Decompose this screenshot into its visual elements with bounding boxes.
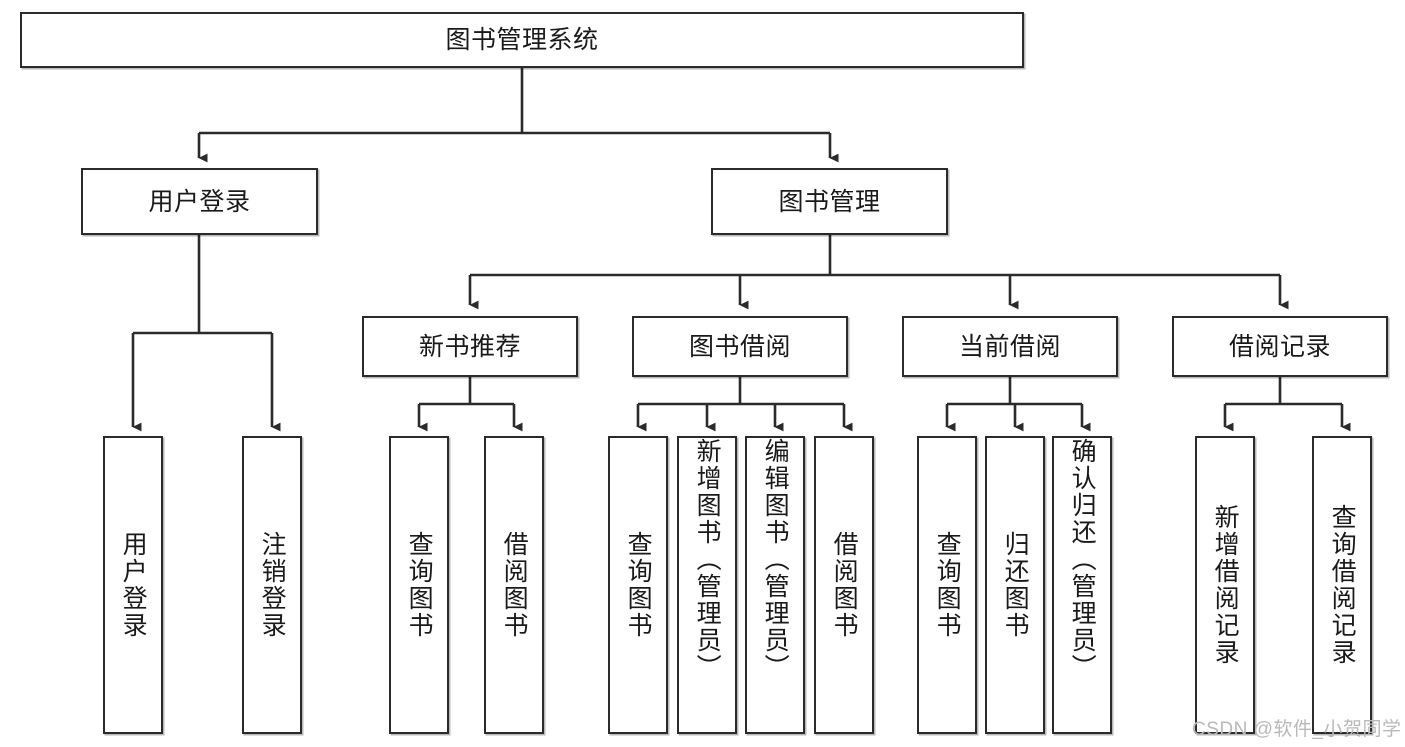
node-root-system[interactable]: 图书管理系统 (20, 12, 1024, 68)
leaf-query-record[interactable]: 查询借阅记录 (1312, 436, 1372, 734)
leaf-edit-book[interactable]: 编辑图书（管理员） (745, 436, 805, 734)
node-label: 图书管理系统 (445, 26, 599, 54)
node-label: 新书推荐 (418, 332, 521, 361)
leaf-return-book[interactable]: 归还图书 (985, 436, 1045, 734)
node-label: 借阅图书 (500, 531, 529, 639)
node-label: 图书借阅 (688, 332, 791, 361)
leaf-logout-login[interactable]: 注销登录 (242, 436, 302, 734)
node-book-management[interactable]: 图书管理 (711, 168, 948, 235)
node-label: 查询图书 (624, 531, 653, 639)
node-current-borrow[interactable]: 当前借阅 (902, 316, 1118, 377)
node-label: 用户登录 (148, 187, 251, 216)
node-label: 查询图书 (933, 531, 962, 639)
node-label: 新增图书（管理员） (693, 438, 722, 681)
node-user-login[interactable]: 用户登录 (81, 168, 318, 235)
leaf-confirm-return[interactable]: 确认归还（管理员） (1052, 436, 1112, 734)
node-borrow-record[interactable]: 借阅记录 (1172, 316, 1388, 377)
node-label: 查询借阅记录 (1328, 504, 1357, 666)
node-label: 借阅记录 (1228, 332, 1331, 361)
leaf-user-login[interactable]: 用户登录 (103, 436, 163, 734)
leaf-add-book[interactable]: 新增图书（管理员） (677, 436, 737, 734)
leaf-query-book-2[interactable]: 查询图书 (608, 436, 668, 734)
leaf-query-book-3[interactable]: 查询图书 (917, 436, 977, 734)
node-label: 用户登录 (119, 531, 148, 639)
node-label: 借阅图书 (830, 531, 859, 639)
node-new-book-recommend[interactable]: 新书推荐 (362, 316, 578, 377)
node-label: 确认归还（管理员） (1068, 438, 1097, 681)
leaf-add-record[interactable]: 新增借阅记录 (1195, 436, 1255, 734)
node-label: 查询图书 (405, 531, 434, 639)
csdn-watermark: CSDN @软件_小贺同学 (1192, 719, 1402, 740)
node-label: 图书管理 (778, 187, 881, 216)
node-label: 编辑图书（管理员） (761, 438, 790, 681)
leaf-query-book-1[interactable]: 查询图书 (389, 436, 449, 734)
leaf-borrow-book-2[interactable]: 借阅图书 (814, 436, 874, 734)
node-book-borrow[interactable]: 图书借阅 (632, 316, 848, 377)
leaf-borrow-book-1[interactable]: 借阅图书 (484, 436, 544, 734)
node-label: 当前借阅 (958, 332, 1061, 361)
node-label: 新增借阅记录 (1211, 504, 1240, 666)
node-label: 注销登录 (258, 531, 287, 639)
node-label: 归还图书 (1001, 531, 1030, 639)
